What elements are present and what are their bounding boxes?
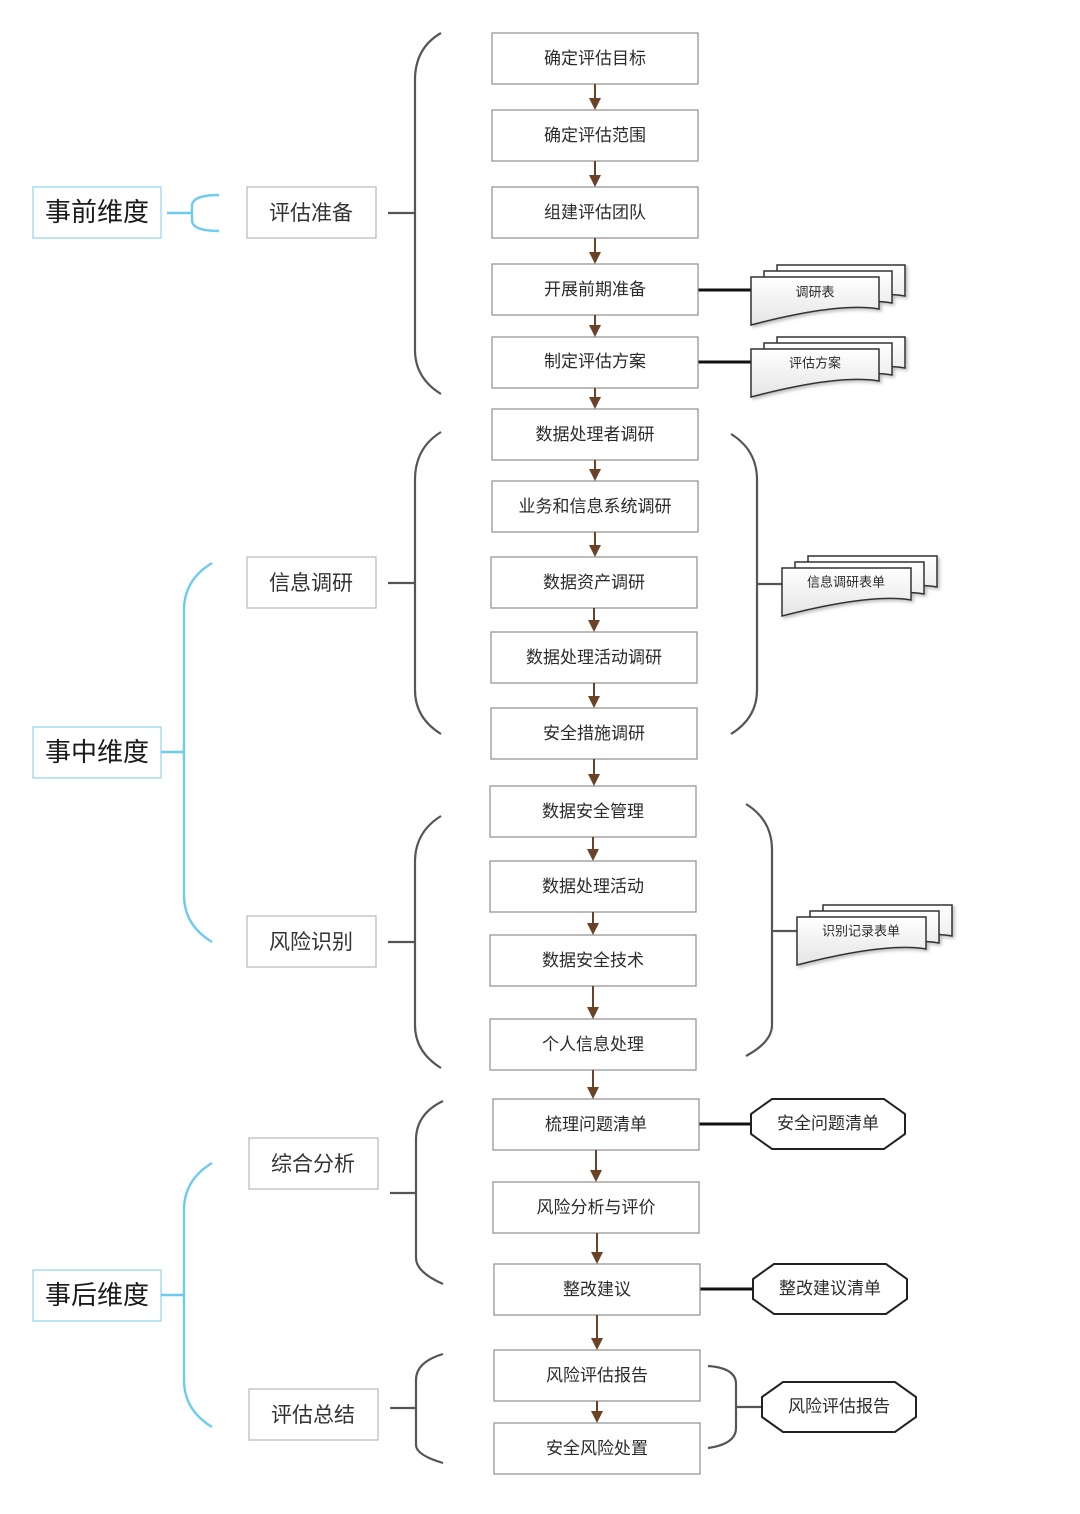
doc-survey-sheet: 信息调研表单 bbox=[781, 555, 938, 617]
phase-prep-brace bbox=[388, 32, 442, 395]
phase-survey-brace bbox=[388, 431, 442, 735]
step-12-label: 数据处理活动 bbox=[542, 877, 644, 897]
arrow-8 bbox=[588, 608, 600, 632]
step-11-label: 数据安全管理 bbox=[542, 802, 644, 822]
output-advice-list-label: 整改建议清单 bbox=[779, 1279, 881, 1299]
arrow-7 bbox=[589, 532, 601, 557]
doc-survey-sheet-label: 信息调研表单 bbox=[807, 575, 885, 591]
doc-identification-record: 识别记录表单 bbox=[796, 904, 953, 966]
step-2: 确定评估范围 bbox=[491, 109, 699, 162]
arrow-6 bbox=[589, 460, 601, 481]
dimension-post: 事后维度 bbox=[32, 1269, 162, 1322]
step-1-label: 确定评估目标 bbox=[544, 49, 646, 69]
step-7: 业务和信息系统调研 bbox=[491, 480, 699, 533]
phase-risk-brace bbox=[388, 815, 442, 1069]
step-3: 组建评估团队 bbox=[491, 186, 699, 239]
arrow-2 bbox=[589, 161, 601, 187]
step-17-label: 整改建议 bbox=[563, 1280, 631, 1300]
dimension-mid-label: 事中维度 bbox=[45, 738, 149, 768]
dimension-mid: 事中维度 bbox=[32, 726, 162, 779]
flow-arrows bbox=[587, 84, 603, 1423]
step-6: 数据处理者调研 bbox=[491, 408, 699, 461]
arrow-12 bbox=[587, 912, 599, 935]
phase-summary-brace bbox=[390, 1352, 444, 1465]
survey-doc-brace bbox=[730, 433, 784, 735]
output-issue-list-label: 安全问题清单 bbox=[777, 1114, 879, 1134]
step-14: 个人信息处理 bbox=[489, 1018, 697, 1071]
step-6-label: 数据处理者调研 bbox=[536, 425, 655, 445]
step-8: 数据资产调研 bbox=[490, 556, 698, 609]
phase-analysis-label: 综合分析 bbox=[271, 1152, 355, 1176]
step-10-label: 安全措施调研 bbox=[543, 724, 645, 744]
phase-analysis-brace bbox=[390, 1100, 444, 1286]
step-9: 数据处理活动调研 bbox=[490, 631, 698, 684]
step-11: 数据安全管理 bbox=[489, 785, 697, 838]
arrow-11 bbox=[587, 837, 599, 861]
arrow-18 bbox=[591, 1401, 603, 1423]
dimension-pre-label: 事前维度 bbox=[45, 198, 149, 228]
step-19: 安全风险处置 bbox=[493, 1422, 701, 1475]
output-advice-list: 整改建议清单 bbox=[752, 1263, 908, 1315]
phase-summary: 评估总结 bbox=[248, 1388, 379, 1441]
step-18: 风险评估报告 bbox=[493, 1349, 701, 1402]
arrow-1 bbox=[589, 84, 601, 110]
step-16-label: 风险分析与评价 bbox=[537, 1198, 656, 1218]
arrow-13 bbox=[587, 986, 599, 1019]
doc-identification-record-label: 识别记录表单 bbox=[822, 925, 900, 940]
dimension-post-label: 事后维度 bbox=[45, 1281, 149, 1311]
step-12: 数据处理活动 bbox=[489, 860, 697, 913]
step-17: 整改建议 bbox=[493, 1263, 701, 1316]
step-2-label: 确定评估范围 bbox=[544, 126, 646, 146]
doc-survey-form: 调研表 bbox=[750, 264, 906, 326]
doc-assessment-plan: 评估方案 bbox=[750, 336, 906, 398]
step-13-label: 数据安全技术 bbox=[542, 951, 644, 971]
step-16: 风险分析与评价 bbox=[492, 1181, 700, 1234]
arrow-16 bbox=[591, 1233, 603, 1264]
arrow-9 bbox=[588, 683, 600, 708]
step-18-label: 风险评估报告 bbox=[546, 1366, 648, 1386]
step-10: 安全措施调研 bbox=[490, 707, 698, 760]
output-risk-report-label: 风险评估报告 bbox=[788, 1397, 890, 1417]
arrow-5 bbox=[589, 388, 601, 409]
dimension-pre-brace bbox=[167, 193, 220, 233]
step-8-label: 数据资产调研 bbox=[543, 573, 645, 593]
arrow-3 bbox=[589, 238, 601, 264]
phase-survey: 信息调研 bbox=[246, 556, 377, 609]
step-13: 数据安全技术 bbox=[489, 934, 697, 987]
step-9-label: 数据处理活动调研 bbox=[526, 648, 662, 668]
arrow-15 bbox=[590, 1150, 602, 1182]
doc-survey-form-label: 调研表 bbox=[795, 286, 834, 301]
dimension-mid-brace bbox=[161, 561, 213, 944]
phase-analysis: 综合分析 bbox=[248, 1137, 379, 1190]
risk-doc-brace bbox=[745, 803, 798, 1057]
arrow-17 bbox=[591, 1315, 603, 1350]
step-15-label: 梳理问题清单 bbox=[545, 1115, 647, 1135]
step-5: 制定评估方案 bbox=[491, 336, 699, 389]
phase-risk-label: 风险识别 bbox=[269, 930, 353, 954]
phase-risk: 风险识别 bbox=[246, 915, 377, 968]
arrow-10 bbox=[588, 759, 600, 786]
output-issue-list: 安全问题清单 bbox=[750, 1098, 906, 1150]
step-4-label: 开展前期准备 bbox=[544, 280, 646, 300]
arrow-14 bbox=[587, 1070, 599, 1099]
arrow-4 bbox=[589, 315, 601, 337]
phase-prep-label: 评估准备 bbox=[269, 201, 353, 225]
phase-prep: 评估准备 bbox=[246, 186, 377, 239]
step-14-label: 个人信息处理 bbox=[542, 1035, 644, 1055]
doc-assessment-plan-label: 评估方案 bbox=[789, 356, 841, 372]
step-15: 梳理问题清单 bbox=[492, 1098, 700, 1151]
step-5-label: 制定评估方案 bbox=[544, 352, 646, 372]
summary-output-brace bbox=[707, 1364, 762, 1450]
phase-survey-label: 信息调研 bbox=[269, 571, 353, 595]
step-7-label: 业务和信息系统调研 bbox=[519, 497, 672, 517]
step-4: 开展前期准备 bbox=[491, 263, 699, 316]
dimension-post-brace bbox=[161, 1161, 213, 1429]
step-1: 确定评估目标 bbox=[491, 32, 699, 85]
phase-summary-label: 评估总结 bbox=[271, 1403, 355, 1427]
step-3-label: 组建评估团队 bbox=[544, 203, 646, 223]
step-19-label: 安全风险处置 bbox=[546, 1439, 648, 1459]
output-risk-report: 风险评估报告 bbox=[761, 1381, 917, 1433]
dimension-pre: 事前维度 bbox=[32, 186, 162, 239]
